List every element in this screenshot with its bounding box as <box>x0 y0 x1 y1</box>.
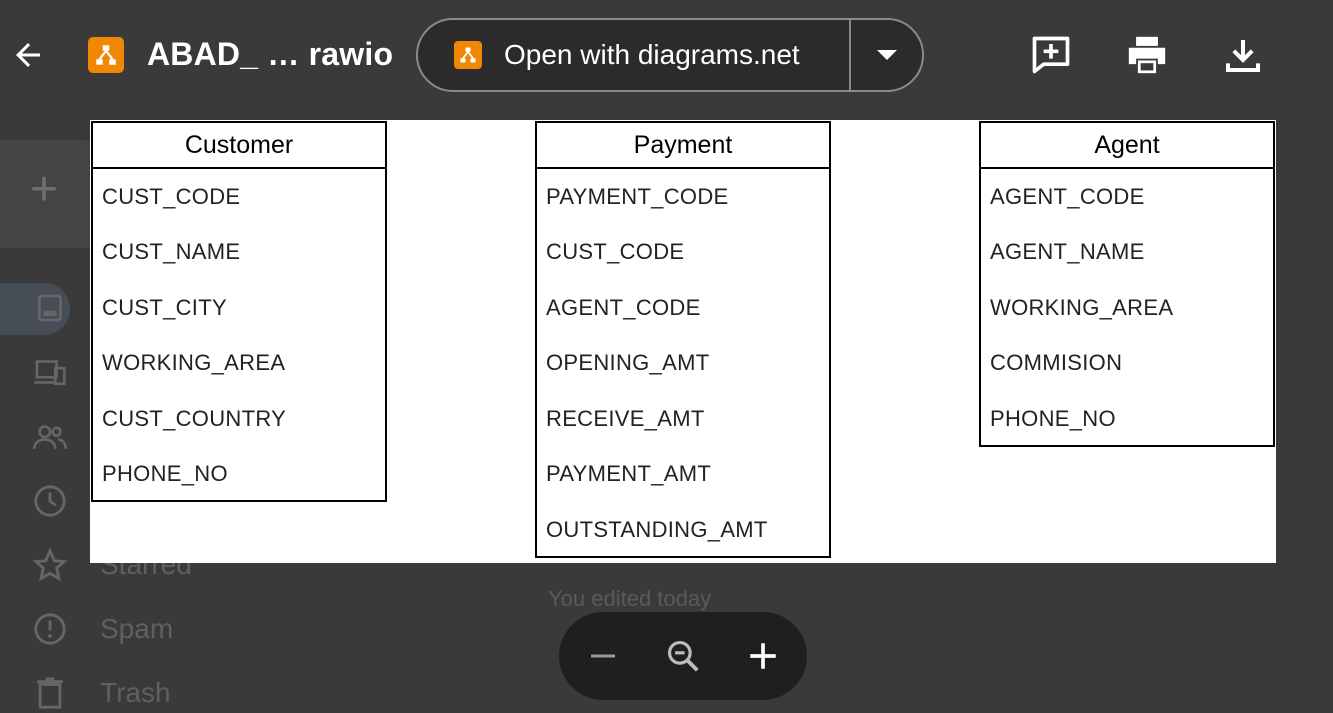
entity-field: CUST_NAME <box>102 239 241 265</box>
entity-field: WORKING_AREA <box>990 294 1174 320</box>
entity-field: RECEIVE_AMT <box>546 405 705 431</box>
trash-icon <box>30 673 70 713</box>
entity-field: PHONE_NO <box>990 405 1116 431</box>
entity-fields: PAYMENT_CODE CUST_CODE AGENT_CODE OPENIN… <box>537 169 829 558</box>
zoom-in-button[interactable] <box>739 632 787 680</box>
entity-field: CUST_CITY <box>102 294 227 320</box>
sidebar-item-computers <box>0 352 100 392</box>
computer-icon <box>30 288 70 328</box>
divider <box>849 20 851 90</box>
open-with-dropdown-button[interactable] <box>851 20 922 90</box>
file-title: ABAD_ … rawio <box>147 36 394 72</box>
sidebar-item-label: Spam <box>100 613 174 644</box>
open-with-label: Open with diagrams.net <box>504 39 800 70</box>
edited-note: You edited today <box>548 586 712 611</box>
print-button[interactable] <box>1124 32 1170 78</box>
entity-field: AGENT_CODE <box>546 294 701 320</box>
entity-payment: Payment PAYMENT_CODE CUST_CODE AGENT_COD… <box>535 121 831 558</box>
entity-fields: AGENT_CODE AGENT_NAME WORKING_AREA COMMI… <box>981 169 1273 447</box>
caret-down-icon <box>876 50 897 60</box>
shared-icon <box>30 417 70 457</box>
devices-icon <box>30 352 70 392</box>
zoom-out-button[interactable] <box>579 632 627 680</box>
spam-icon <box>30 609 70 649</box>
recent-icon <box>30 481 70 521</box>
open-with-group: Open with diagrams.net <box>416 18 924 92</box>
zoom-controls <box>559 612 807 700</box>
sidebar-item-my-drive <box>0 288 100 328</box>
entity-field: OUTSTANDING_AMT <box>546 516 768 542</box>
diagram-canvas: Customer CUST_CODE CUST_NAME CUST_CITY W… <box>90 120 1276 563</box>
entity-agent: Agent AGENT_CODE AGENT_NAME WORKING_AREA… <box>979 121 1275 447</box>
entity-title: Customer <box>93 123 385 169</box>
entity-customer: Customer CUST_CODE CUST_NAME CUST_CITY W… <box>91 121 387 502</box>
entity-field: PHONE_NO <box>102 461 228 487</box>
sidebar-item-spam: Spam <box>0 609 173 649</box>
entity-field: COMMISION <box>990 350 1123 376</box>
entity-field: CUST_CODE <box>546 239 685 265</box>
add-comment-icon <box>1032 36 1070 74</box>
download-icon <box>1226 40 1260 72</box>
diagrams-net-icon <box>454 41 482 69</box>
entity-title: Agent <box>981 123 1273 169</box>
add-comment-button[interactable] <box>1028 32 1074 78</box>
entity-field: AGENT_NAME <box>990 239 1145 265</box>
download-button[interactable] <box>1220 32 1266 78</box>
entity-field: WORKING_AREA <box>102 350 286 376</box>
plus-icon <box>750 643 776 669</box>
zoom-reset-button[interactable] <box>659 632 707 680</box>
print-icon <box>1128 36 1166 74</box>
star-icon <box>30 545 70 585</box>
diagrams-net-icon <box>88 37 124 73</box>
entity-field: PAYMENT_CODE <box>546 183 729 209</box>
arrow-back-icon <box>16 43 40 67</box>
sidebar-item-shared <box>0 417 100 457</box>
zoom-icon <box>667 640 699 672</box>
entity-fields: CUST_CODE CUST_NAME CUST_CITY WORKING_AR… <box>93 169 385 502</box>
sidebar-item-trash: Trash <box>0 673 171 713</box>
entity-field: AGENT_CODE <box>990 183 1145 209</box>
entity-field: OPENING_AMT <box>546 350 710 376</box>
entity-title: Payment <box>537 123 829 169</box>
entity-field: CUST_CODE <box>102 183 241 209</box>
active-sidebar-highlight <box>0 283 70 335</box>
entity-field: PAYMENT_AMT <box>546 461 712 487</box>
minus-icon <box>591 654 615 658</box>
entity-field: CUST_COUNTRY <box>102 405 287 431</box>
sidebar-item-recent <box>0 481 100 521</box>
back-button[interactable] <box>8 35 48 75</box>
open-with-button[interactable]: Open with diagrams.net <box>418 20 850 90</box>
viewer-toolbar: ABAD_ … rawio Open with diagrams.net <box>0 0 1333 110</box>
plus-icon: + <box>30 163 59 216</box>
sidebar-item-label: Trash <box>100 677 171 708</box>
